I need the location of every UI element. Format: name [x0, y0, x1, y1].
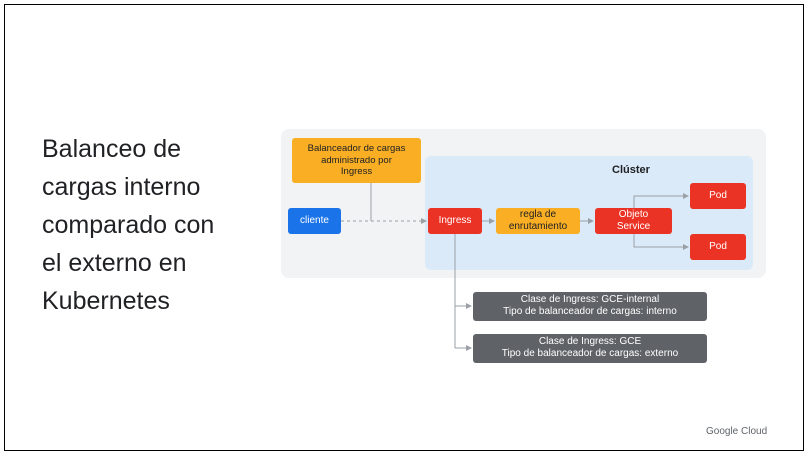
note-line: Clase de Ingress: GCE	[538, 336, 642, 347]
title-line: Kubernetes	[42, 287, 170, 315]
note-line: Tipo de balanceador de cargas: interno	[503, 306, 677, 317]
ingress-load-balancer-box: Balanceador de cargas administrado por I…	[292, 138, 421, 183]
lb-line: administrado por	[321, 154, 392, 166]
note-line: Clase de Ingress: GCE-internal	[520, 294, 660, 305]
lb-line: Ingress	[340, 166, 373, 178]
title-line: el externo en	[42, 249, 187, 277]
google-cloud-logo-text: Google Cloud	[706, 426, 768, 437]
routing-rule-line: enrutamiento	[508, 221, 568, 232]
lb-line: Balanceador de cargas	[307, 143, 406, 155]
internal-ingress-note: Clase de Ingress: GCE-internal Tipo de b…	[473, 292, 707, 321]
service-line: Service	[616, 221, 651, 232]
service-to-pod-1	[633, 193, 689, 208]
client-box: cliente	[288, 208, 341, 234]
title-line: comparado con	[42, 211, 215, 239]
pod-box-1: Pod	[690, 183, 746, 209]
service-box: Objeto Service	[595, 208, 672, 234]
routing-rule-line: regla de	[519, 209, 557, 220]
external-ingress-note: Clase de Ingress: GCE Tipo de balanceado…	[473, 334, 707, 363]
routing-rule-box: regla de enrutamiento	[496, 208, 580, 234]
service-line: Objeto	[618, 209, 649, 220]
service-to-pod-2	[633, 234, 689, 250]
pod-box-2: Pod	[690, 234, 746, 260]
title-line: Balanceo de	[42, 135, 182, 163]
cluster-label: Clúster	[612, 164, 650, 176]
title-line: cargas interno	[42, 173, 201, 201]
page-title: Balanceo de cargas interno comparado con…	[42, 130, 272, 320]
ingress-box: Ingress	[428, 208, 482, 234]
note-line: Tipo de balanceador de cargas: externo	[501, 348, 679, 359]
